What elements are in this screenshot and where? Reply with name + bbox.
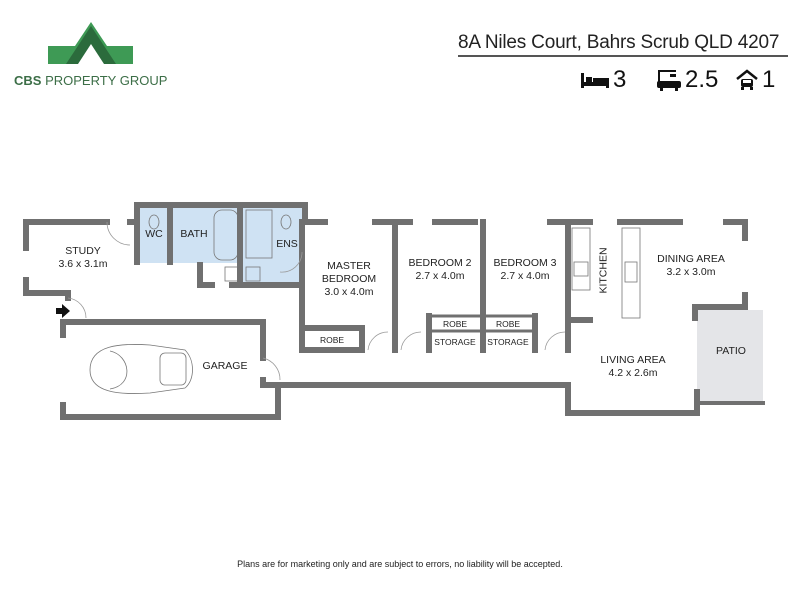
walls xyxy=(23,202,765,420)
disclaimer: Plans are for marketing only and are sub… xyxy=(237,559,563,569)
room-patio: PATIO xyxy=(716,345,746,357)
parking-stat: 1 xyxy=(735,66,775,94)
bath-icon xyxy=(657,70,681,91)
property-address: 8A Niles Court, Bahrs Scrub QLD 4207 xyxy=(458,32,780,53)
bedrooms-count: 3 xyxy=(613,66,627,93)
divider xyxy=(458,55,788,57)
bed-icon xyxy=(581,73,609,88)
room-garage: GARAGE xyxy=(202,360,248,372)
door-swings xyxy=(67,221,566,381)
storage-2: STORAGE xyxy=(434,337,476,347)
bathrooms-stat: 2.5 xyxy=(656,66,718,94)
room-wc: WC xyxy=(145,228,163,240)
bath-floor xyxy=(170,208,240,263)
wc-floor xyxy=(140,208,170,263)
master-robe: ROBE xyxy=(319,335,345,345)
brand-name: CBS PROPERTY GROUP xyxy=(14,73,168,88)
patio-floor xyxy=(697,310,763,402)
storage-3: STORAGE xyxy=(487,337,529,347)
room-bath: BATH xyxy=(180,228,208,240)
bathrooms-count: 2.5 xyxy=(685,66,719,93)
robe-3: ROBE xyxy=(495,319,521,329)
robe-2: ROBE xyxy=(442,319,468,329)
garage-car-icon xyxy=(736,69,758,90)
room-kitchen: KITCHEN xyxy=(597,247,610,294)
entry-arrow-icon xyxy=(56,304,70,318)
parking-count: 1 xyxy=(762,66,776,93)
fixtures xyxy=(89,209,641,394)
room-ens: ENS xyxy=(276,238,298,250)
bedrooms-stat: 3 xyxy=(580,66,626,94)
